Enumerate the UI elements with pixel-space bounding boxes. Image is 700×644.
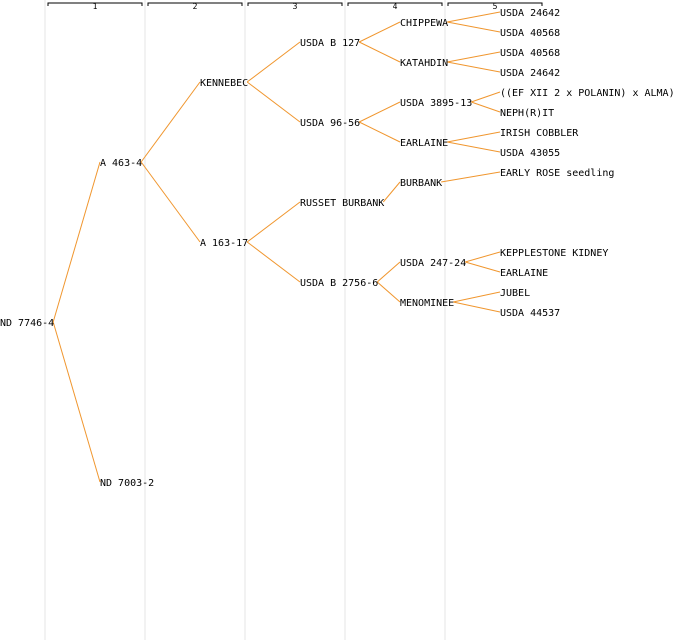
generation-bracket [147, 2, 243, 6]
cultivar-label: EARLY ROSE seedling [500, 168, 614, 179]
pedigree-link [376, 261, 401, 283]
cultivar-label: USDA 40568 [500, 48, 560, 59]
pedigree-link [465, 251, 501, 263]
pedigree-link [447, 141, 501, 153]
cultivar-label: JUBEL [500, 288, 530, 299]
cultivar-label: ((EF XII 2 x POLANIN) x ALMA) [500, 88, 675, 99]
pedigree-link [447, 11, 501, 23]
pedigree-link [246, 81, 301, 123]
generation-header: 1 2 3 4 5 [47, 2, 543, 11]
cultivar-label: USDA B 2756-6 [300, 278, 378, 289]
pedigree-links [52, 11, 501, 483]
cultivar-label: EARLAINE [500, 268, 548, 279]
cultivar-label: MENOMINEE [400, 298, 454, 309]
cultivar-label: USDA 44537 [500, 308, 560, 319]
cultivar-label: USDA 3895-13 [400, 98, 472, 109]
pedigree-link [358, 21, 401, 43]
pedigree-link [447, 21, 501, 33]
pedigree-link [447, 131, 501, 143]
cultivar-label: CHIPPEWA [400, 18, 448, 29]
cultivar-label: RUSSET BURBANK [300, 198, 384, 209]
pedigree-link [465, 261, 501, 273]
generation-number: 2 [193, 2, 198, 11]
cultivar-label: KEPPLESTONE KIDNEY [500, 248, 608, 259]
generation-bracket [247, 2, 343, 6]
pedigree-link [453, 291, 501, 303]
cultivar-label: USDA 96-56 [300, 118, 360, 129]
cultivar-label: KENNEBEC [200, 78, 248, 89]
cultivar-label: NEPH(R)IT [500, 108, 554, 119]
cultivar-label: USDA 43055 [500, 148, 560, 159]
generation-bracket [47, 2, 143, 6]
pedigree-link [376, 281, 401, 303]
cultivar-label: USDA 40568 [500, 28, 560, 39]
generation-number: 4 [393, 2, 398, 11]
cultivar-label: ND 7003-2 [100, 478, 154, 489]
cultivar-label: A 463-4 [100, 158, 142, 169]
cultivar-label: USDA 24642 [500, 68, 560, 79]
generation-number: 5 [493, 2, 498, 11]
pedigree-link [52, 321, 101, 483]
pedigree-link [52, 161, 101, 323]
cultivar-label: USDA 24642 [500, 8, 560, 19]
pedigree-link [453, 301, 501, 313]
pedigree-link [447, 61, 501, 73]
pedigree-link [246, 41, 301, 83]
root-cultivar-label: ND 7746-4 [0, 318, 54, 329]
pedigree-link [441, 171, 501, 183]
cultivar-label: KATAHDIN [400, 58, 448, 69]
cultivar-label: EARLAINE [400, 138, 448, 149]
generation-bracket [347, 2, 443, 6]
cultivar-label: BURBANK [400, 178, 442, 189]
pedigree-labels: ND 7746-4 A 463-4 KENNEBEC USDA B 127 CHIPPE… [0, 8, 675, 489]
generation-number: 3 [293, 2, 298, 11]
pedigree-link [358, 41, 401, 63]
generation-number: 1 [93, 2, 98, 11]
pedigree-link [447, 51, 501, 63]
cultivar-label: A 163-17 [200, 238, 248, 249]
pedigree-link [140, 81, 201, 163]
pedigree-link [358, 101, 401, 123]
cultivar-label: USDA 247-24 [400, 258, 466, 269]
pedigree-link [382, 181, 401, 203]
cultivar-label: USDA B 127 [300, 38, 360, 49]
cultivar-label: IRISH COBBLER [500, 128, 579, 139]
pedigree-link [246, 241, 301, 283]
pedigree-link [358, 121, 401, 143]
generation-bracket [447, 2, 543, 6]
pedigree-link [246, 201, 301, 243]
pedigree-link [140, 161, 201, 243]
pedigree-link [471, 101, 501, 113]
pedigree-link [471, 91, 501, 103]
